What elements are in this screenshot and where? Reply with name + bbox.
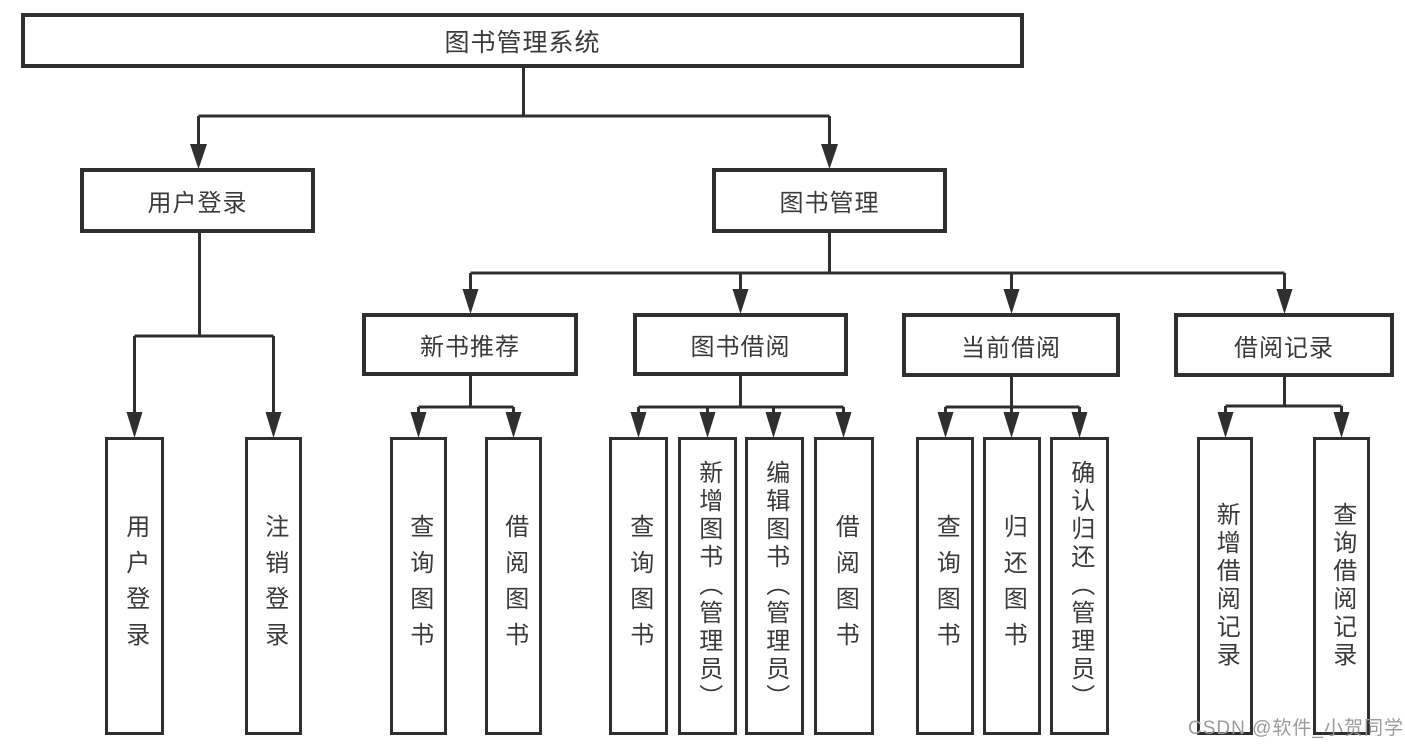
leaf-confirm-return-admin-label: 确认归还（管理员）: [1066, 460, 1094, 712]
branch-borrow-records: [1224, 376, 1343, 414]
leaf-borrow-books: 借阅图书: [814, 437, 874, 735]
branch-user-login: [133, 233, 275, 414]
leaf-query-books-recommend: 查询图书: [390, 437, 447, 735]
branch-root: [197, 68, 831, 146]
leaf-add-borrow-record-label: 新增借阅记录: [1212, 502, 1240, 670]
leaf-borrow-books-recommend-label: 借阅图书: [500, 514, 528, 658]
leaf-query-books-borrow-label: 查询图书: [625, 514, 653, 658]
node-current-borrow: 当前借阅: [902, 313, 1120, 377]
leaf-add-book-admin-label: 新增图书（管理员）: [694, 460, 722, 712]
leaf-logout-label: 注销登录: [260, 514, 288, 658]
arrowheads-user-login: [126, 412, 282, 438]
node-user-login: 用户登录: [80, 168, 315, 233]
leaf-borrow-books-label: 借阅图书: [831, 514, 859, 658]
branch-current-borrow: [944, 376, 1081, 414]
leaf-logout: 注销登录: [245, 437, 302, 735]
leaf-user-login-label: 用户登录: [121, 514, 149, 658]
leaf-query-books-recommend-label: 查询图书: [405, 514, 433, 658]
leaf-return-book: 归还图书: [983, 437, 1041, 735]
leaf-add-book-admin: 新增图书（管理员）: [678, 437, 737, 735]
arrowheads-book-management: [462, 289, 1293, 314]
leaf-query-books-current-label: 查询图书: [932, 514, 960, 658]
leaf-return-book-label: 归还图书: [999, 514, 1027, 658]
node-book-borrow: 图书借阅: [633, 313, 848, 376]
leaf-add-borrow-record: 新增借阅记录: [1197, 437, 1253, 735]
leaf-query-borrow-record-label: 查询借阅记录: [1328, 502, 1356, 670]
leaf-confirm-return-admin: 确认归还（管理员）: [1050, 437, 1109, 735]
arrowheads-book-borrow: [630, 412, 852, 438]
branch-book-management: [469, 233, 1286, 291]
arrowheads-current-borrow: [937, 412, 1088, 438]
node-borrow-records: 借阅记录: [1174, 313, 1394, 377]
node-new-book-recommend: 新书推荐: [362, 313, 578, 376]
branch-book-borrow: [637, 376, 845, 414]
watermark: CSDN @软件_小贺同学: [1188, 718, 1404, 739]
leaf-query-books-borrow: 查询图书: [609, 437, 668, 735]
node-library-management-system: 图书管理系统: [21, 13, 1024, 68]
leaf-user-login: 用户登录: [105, 437, 164, 735]
branch-new-book-recommend: [417, 376, 515, 414]
leaf-edit-book-admin: 编辑图书（管理员）: [745, 437, 804, 735]
arrowheads-borrow-records: [1217, 412, 1350, 438]
arrowheads-new-book-recommend: [410, 412, 522, 438]
leaf-query-books-current: 查询图书: [916, 437, 974, 735]
leaf-borrow-books-recommend: 借阅图书: [485, 437, 542, 735]
arrowheads-root: [190, 144, 838, 169]
node-book-management: 图书管理: [712, 168, 947, 233]
leaf-query-borrow-record: 查询借阅记录: [1313, 437, 1370, 735]
leaf-edit-book-admin-label: 编辑图书（管理员）: [761, 460, 789, 712]
